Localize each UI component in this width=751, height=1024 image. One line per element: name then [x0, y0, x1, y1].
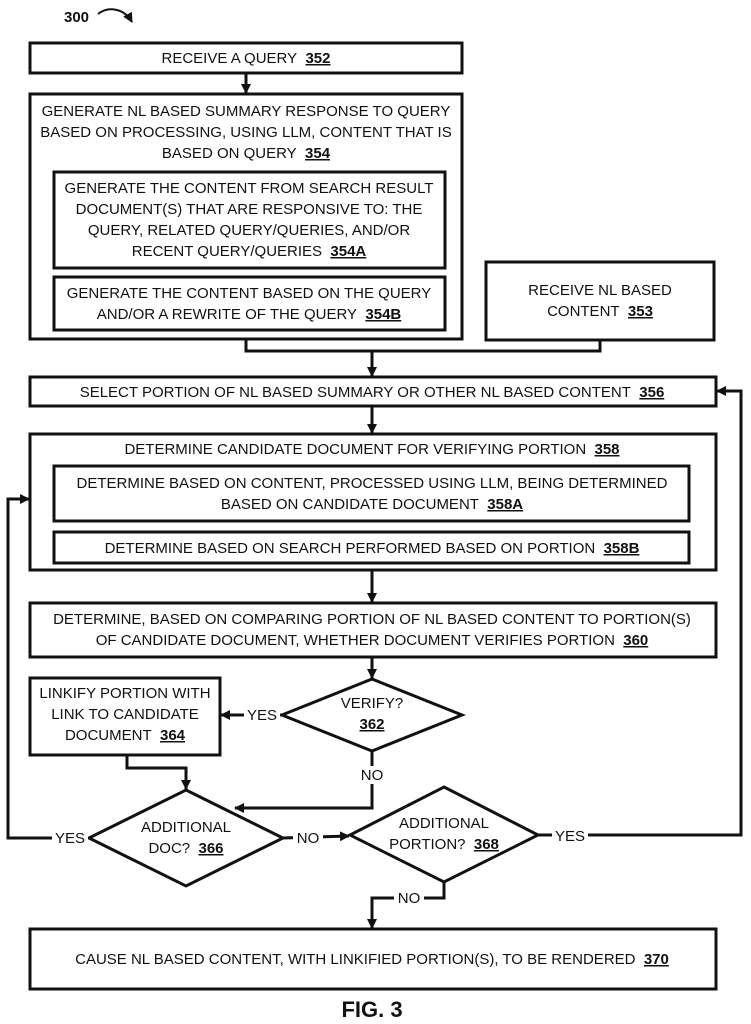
node-362-text: VERIFY? 362: [341, 695, 404, 733]
node-line: LINKIFY PORTION WITH: [39, 685, 210, 702]
node-line: CAUSE NL BASED CONTENT, WITH LINKIFIED P…: [75, 951, 636, 968]
edge-label-362-yes: YES: [247, 707, 277, 724]
edge-362-no-366: [234, 751, 374, 813]
node-line: GENERATE THE CONTENT BASED ON THE QUERY: [67, 285, 432, 302]
figure-number: 300: [64, 9, 89, 26]
node-line: DOCUMENT: [65, 727, 152, 744]
node-353-text: RECEIVE NL BASED CONTENT 353: [528, 282, 672, 320]
edge-368-yes-356: [538, 386, 743, 837]
node-line: OF CANDIDATE DOCUMENT, WHETHER DOCUMENT …: [96, 632, 615, 649]
edge-label-368-yes: YES: [555, 828, 585, 845]
node-360-text: DETERMINE, BASED ON COMPARING PORTION OF…: [53, 611, 691, 649]
node-366-text: ADDITIONAL DOC? 366: [141, 819, 231, 857]
node-reference: 358A: [487, 496, 523, 513]
node-370-box: [28, 927, 718, 991]
edge-364-366: [125, 755, 191, 790]
node-358A-box: [52, 464, 691, 523]
node-reference: 356: [639, 384, 664, 401]
node-line: DETERMINE CANDIDATE DOCUMENT FOR VERIFYI…: [124, 441, 586, 458]
node-354A-text: GENERATE THE CONTENT FROM SEARCH RESULT D…: [65, 180, 434, 260]
node-line: DETERMINE BASED ON CONTENT, PROCESSED US…: [77, 475, 668, 492]
node-368-text: ADDITIONAL PORTION? 368: [389, 815, 499, 853]
node-line: LINK TO CANDIDATE: [51, 706, 199, 723]
node-line: DETERMINE BASED ON SEARCH PERFORMED BASE…: [105, 540, 596, 557]
node-354A-box: [52, 170, 447, 270]
node-line: DOCUMENT(S) THAT ARE RESPONSIVE TO: THE: [76, 201, 423, 218]
node-line: BASED ON CANDIDATE DOCUMENT: [221, 496, 479, 513]
node-354-text: GENERATE NL BASED SUMMARY RESPONSE TO QU…: [40, 103, 451, 162]
node-line: SELECT PORTION OF NL BASED SUMMARY OR OT…: [80, 384, 631, 401]
edge-label-366-no: NO: [297, 830, 320, 847]
node-line: CONTENT: [547, 303, 620, 320]
node-line: RECEIVE A QUERY: [162, 50, 298, 67]
node-line: DOC?: [148, 840, 190, 857]
node-reference: 353: [628, 303, 653, 320]
node-358B-box: [52, 530, 691, 565]
node-354B-box: [52, 275, 447, 332]
node-354B-text: GENERATE THE CONTENT BASED ON THE QUERY A…: [67, 285, 432, 323]
node-line: RECENT QUERY/QUERIES: [132, 243, 322, 260]
edge-label-368-no: NO: [398, 890, 421, 907]
node-line: ADDITIONAL: [141, 819, 231, 836]
node-line: AND/OR A REWRITE OF THE QUERY: [97, 306, 357, 323]
node-reference: 354A: [330, 243, 366, 260]
node-370-text: CAUSE NL BASED CONTENT, WITH LINKIFIED P…: [75, 951, 669, 968]
node-358B-text: DETERMINE BASED ON SEARCH PERFORMED BASE…: [105, 540, 640, 557]
figure-caption: FIG. 3: [341, 997, 402, 1022]
node-reference: 368: [474, 836, 499, 853]
node-line: RECEIVE NL BASED: [528, 282, 672, 299]
edge-366-yes-358: [6, 494, 89, 840]
node-line: DETERMINE, BASED ON COMPARING PORTION OF…: [53, 611, 691, 628]
edge-353-merge: [372, 340, 602, 353]
node-reference: 360: [623, 632, 648, 649]
node-352-text: RECEIVE A QUERY 352: [162, 50, 331, 67]
figure-number-pointer: [97, 8, 133, 23]
node-reference: 366: [199, 840, 224, 857]
node-line: GENERATE NL BASED SUMMARY RESPONSE TO QU…: [42, 103, 451, 120]
node-364-box: [28, 676, 222, 757]
node-line: VERIFY?: [341, 695, 404, 712]
node-364-text: LINKIFY PORTION WITH LINK TO CANDIDATE DOC…: [39, 685, 210, 744]
node-line: PORTION?: [389, 836, 465, 853]
node-reference: 370: [644, 951, 669, 968]
node-reference: 354B: [365, 306, 401, 323]
node-356-text: SELECT PORTION OF NL BASED SUMMARY OR OT…: [80, 384, 665, 401]
node-line: GENERATE THE CONTENT FROM SEARCH RESULT: [65, 180, 434, 197]
edge-354-merge: [244, 339, 372, 353]
node-line: BASED ON QUERY: [162, 145, 297, 162]
node-reference: 354: [305, 145, 331, 162]
node-reference: 362: [359, 716, 384, 733]
node-reference: 358B: [604, 540, 640, 557]
node-reference: 364: [160, 727, 186, 744]
node-line: BASED ON PROCESSING, USING LLM, CONTENT …: [40, 124, 451, 141]
node-353-box: [484, 260, 716, 342]
node-reference: 352: [305, 50, 330, 67]
node-reference: 358: [595, 441, 620, 458]
edge-label-366-yes: YES: [55, 830, 85, 847]
node-358A-text: DETERMINE BASED ON CONTENT, PROCESSED US…: [77, 475, 668, 513]
node-line: ADDITIONAL: [399, 815, 489, 832]
node-362-diamond: [277, 677, 467, 753]
node-368-diamond: [346, 785, 542, 884]
node-366-diamond: [85, 788, 287, 888]
edge-label-362-no: NO: [361, 767, 384, 784]
node-line: QUERY, RELATED QUERY/QUERIES, AND/OR: [88, 222, 410, 239]
node-358-text: DETERMINE CANDIDATE DOCUMENT FOR VERIFYI…: [124, 441, 619, 458]
